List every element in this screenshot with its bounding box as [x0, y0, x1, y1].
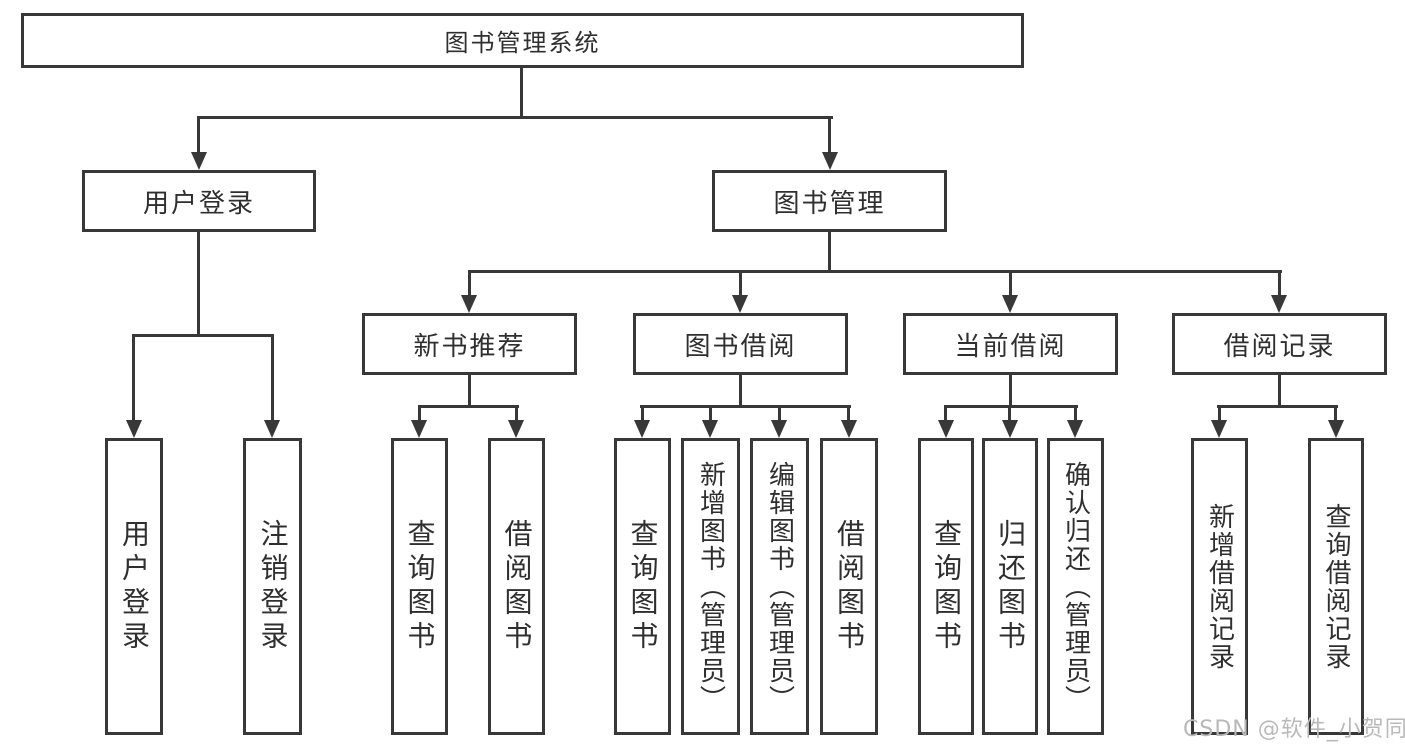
edge-borrow-records-horizontal — [1217, 405, 1338, 408]
leaf-logout-label: 注销登录 — [256, 518, 290, 655]
edge-stub-10 — [1218, 405, 1221, 422]
edge-to-user-login — [197, 116, 200, 156]
edge-to-leaf-logout — [271, 334, 274, 422]
leaf-query-books-recommend: 查询图书 — [391, 438, 448, 735]
leaf-add-books-admin: 新增图书（管理员） — [681, 438, 740, 735]
edge-to-current-borrow — [1009, 270, 1012, 298]
edge-stub-6 — [847, 405, 850, 422]
edge-stub-4 — [709, 405, 712, 422]
leaf-query-books-current-label: 查询图书 — [930, 518, 963, 655]
edge-new-books-horizontal — [418, 405, 519, 408]
leaf-user-login-label: 用户登录 — [118, 518, 151, 655]
edge-to-book-mgmt — [828, 116, 831, 156]
arrowhead-leaf-1 — [411, 420, 427, 438]
edge-stub-8 — [1008, 405, 1011, 422]
node-new-book-recommend: 新书推荐 — [362, 313, 577, 375]
leaf-user-login: 用户登录 — [105, 438, 163, 735]
edge-stub-3 — [641, 405, 644, 422]
node-book-borrowing-label: 图书借阅 — [684, 331, 797, 362]
leaf-query-books-recommend-label: 查询图书 — [403, 518, 437, 655]
edge-stub-5 — [778, 405, 781, 422]
arrowhead-user-login — [191, 152, 207, 170]
leaf-confirm-return-admin: 确认归还（管理员） — [1047, 438, 1104, 735]
arrowhead-leaf-logout — [264, 420, 280, 438]
leaf-add-books-admin-label: 新增图书（管理员） — [695, 460, 726, 713]
edge-current-borrow-down — [1009, 373, 1012, 408]
leaf-add-borrow-record-label: 新增借阅记录 — [1204, 502, 1235, 671]
leaf-logout: 注销登录 — [243, 438, 302, 735]
edge-row1-horizontal — [197, 116, 833, 119]
leaf-borrow-books-borrowing-label: 借阅图书 — [833, 518, 866, 655]
leaf-borrow-books-recommend: 借阅图书 — [488, 438, 545, 735]
arrowhead-leaf-9 — [1067, 420, 1083, 438]
edge-to-book-borrow — [739, 270, 742, 298]
leaf-query-books-borrowing-label: 查询图书 — [626, 518, 660, 655]
edge-to-leaf-user-login — [132, 334, 135, 422]
leaf-return-books: 归还图书 — [982, 438, 1038, 735]
leaf-edit-books-admin: 编辑图书（管理员） — [750, 438, 809, 735]
arrowhead-borrow-records — [1271, 295, 1287, 313]
arrowhead-leaf-3 — [634, 420, 650, 438]
leaf-query-books-borrowing: 查询图书 — [614, 438, 671, 735]
edge-stub-9 — [1074, 405, 1077, 422]
leaf-borrow-books-borrowing: 借阅图书 — [820, 438, 878, 735]
leaf-return-books-label: 归还图书 — [994, 518, 1027, 655]
arrowhead-leaf-user-login — [126, 420, 142, 438]
node-borrowing-records-label: 借阅记录 — [1223, 331, 1336, 362]
node-root: 图书管理系统 — [21, 13, 1024, 68]
edge-borrow-records-down — [1278, 373, 1281, 408]
node-root-label: 图书管理系统 — [444, 29, 601, 57]
node-borrowing-records: 借阅记录 — [1172, 313, 1387, 375]
leaf-add-borrow-record: 新增借阅记录 — [1191, 438, 1248, 735]
arrowhead-leaf-10 — [1211, 420, 1227, 438]
edge-to-new-books — [468, 270, 471, 298]
arrowhead-leaf-2 — [508, 420, 524, 438]
edge-stub-2 — [515, 405, 518, 422]
edge-root-down — [520, 66, 523, 118]
node-new-book-recommend-label: 新书推荐 — [413, 331, 526, 362]
leaf-query-books-current: 查询图书 — [918, 438, 974, 735]
arrowhead-book-borrow — [732, 295, 748, 313]
edge-book-borrow-horizontal — [640, 405, 851, 408]
arrowhead-leaf-5 — [771, 420, 787, 438]
arrowhead-book-mgmt — [822, 152, 838, 170]
node-user-login: 用户登录 — [82, 170, 316, 232]
csdn-watermark: CSDN @软件_小贺同学 — [1183, 717, 1405, 742]
node-book-borrowing: 图书借阅 — [633, 313, 848, 375]
arrowhead-leaf-4 — [702, 420, 718, 438]
arrowhead-leaf-8 — [1002, 420, 1018, 438]
node-current-borrowing: 当前借阅 — [903, 313, 1118, 375]
edge-stub-1 — [418, 405, 421, 422]
edge-to-borrow-records — [1278, 270, 1281, 298]
arrowhead-leaf-11 — [1328, 420, 1344, 438]
node-book-management-label: 图书管理 — [773, 188, 886, 219]
leaf-query-borrow-record-label: 查询借阅记录 — [1321, 502, 1351, 671]
edge-user-login-down — [197, 230, 200, 336]
node-book-management: 图书管理 — [712, 170, 947, 232]
node-user-login-label: 用户登录 — [142, 188, 255, 219]
leaf-query-borrow-record: 查询借阅记录 — [1308, 438, 1364, 735]
arrowhead-current-borrow — [1002, 295, 1018, 313]
leaf-edit-books-admin-label: 编辑图书（管理员） — [764, 460, 795, 713]
node-current-borrowing-label: 当前借阅 — [954, 331, 1067, 362]
edge-stub-7 — [944, 405, 947, 422]
edge-book-mgmt-down — [828, 231, 831, 273]
arrowhead-leaf-7 — [938, 420, 954, 438]
leaf-borrow-books-recommend-label: 借阅图书 — [500, 518, 534, 655]
arrowhead-new-books — [461, 295, 477, 313]
edge-row3-horizontal — [468, 270, 1282, 273]
edge-current-borrow-horizontal — [944, 405, 1078, 408]
leaf-confirm-return-admin-label: 确认归还（管理员） — [1060, 460, 1091, 713]
edge-new-books-down — [468, 373, 471, 408]
edge-book-borrow-down — [739, 373, 742, 408]
arrowhead-leaf-6 — [841, 420, 857, 438]
edge-user-login-horizontal — [132, 334, 274, 337]
edge-stub-11 — [1334, 405, 1337, 422]
